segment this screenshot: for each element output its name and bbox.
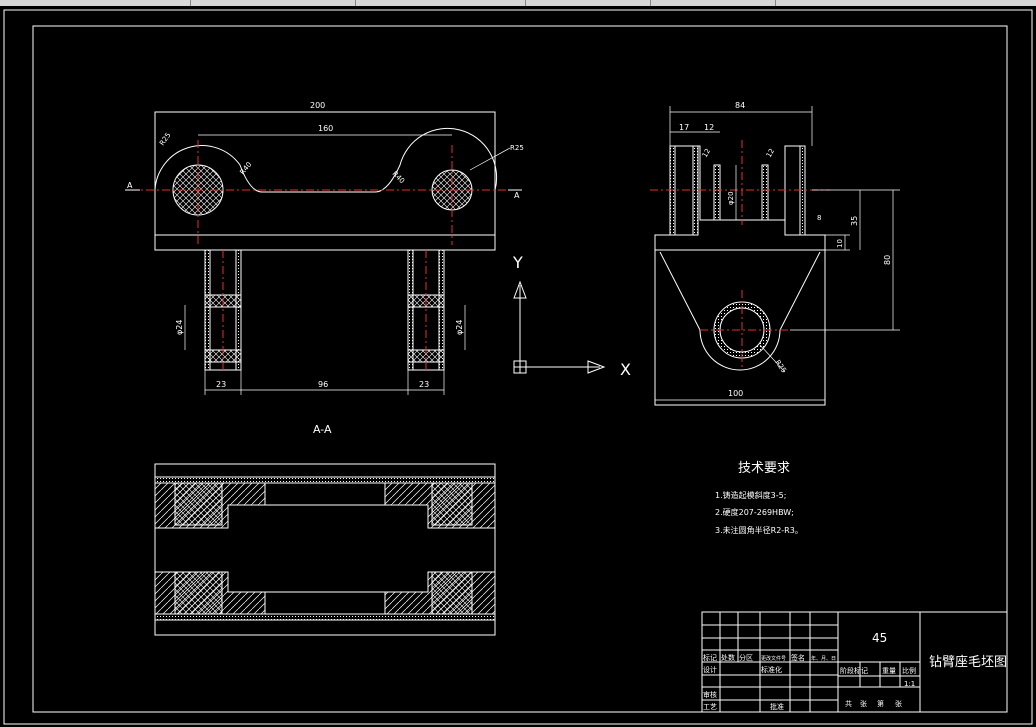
tb-label-design: 设计: [703, 665, 717, 674]
app-top-toolbar-strip: [0, 0, 1036, 6]
tech-requirements: 技术要求 1.铸造起模斜度3-5; 2.硬度207-269HBW; 3.未注圆角…: [715, 461, 803, 535]
tech-req-item-2: 2.硬度207-269HBW;: [715, 507, 794, 517]
dim-12c: 12: [765, 147, 776, 159]
dim-r40-left: R40: [238, 161, 253, 177]
tb-label-zhang2: 张: [895, 699, 902, 708]
tb-label-approve: 批准: [770, 702, 784, 711]
tb-label-stage: 阶段标记: [840, 666, 868, 675]
toolbar-segment[interactable]: [0, 0, 191, 6]
tb-label-zhang1: 张: [860, 699, 867, 708]
toolbar-segment[interactable]: [650, 0, 776, 6]
dim-r40-right: R40: [391, 170, 406, 185]
dim-17: 17: [679, 123, 689, 132]
dim-84: 84: [735, 101, 745, 110]
section-mark-right: A: [514, 191, 520, 200]
bottom-view: φ24 φ24 23 96 23: [175, 249, 466, 395]
tb-label-process: 工艺: [703, 703, 717, 711]
tb-label-gong: 共: [845, 699, 852, 708]
section-view: [154, 463, 496, 636]
dim-100: 100: [728, 389, 743, 398]
dim-23-right: 23: [419, 380, 429, 389]
side-view: 84 17 12 12 12 φ20 8 10 35 80 100 R25: [650, 101, 900, 406]
front-view: A A 200 160 R25 R40 R40 R25: [125, 101, 524, 251]
dim-96: 96: [318, 380, 328, 389]
dim-overall-width: 200: [310, 101, 325, 110]
tech-requirements-title: 技术要求: [738, 461, 790, 476]
tb-label-date: 年、月、日: [811, 655, 836, 662]
section-mark-left: A: [127, 181, 133, 190]
ucs-axis-icon: Y X: [512, 253, 631, 379]
dim-80: 80: [883, 255, 892, 265]
dim-dia24-left: φ24: [175, 320, 184, 335]
dim-r25-right: R25: [510, 144, 524, 152]
tb-label-weight: 重量: [882, 667, 896, 675]
title-block: 标记 处数 分区 更改文件号 签名 年、月、日 设计 标准化 阶段标记 重量 比…: [701, 611, 1008, 713]
tb-material: 45: [872, 631, 887, 645]
tb-label-di: 第: [877, 699, 884, 708]
tb-drawing-name: 钻臂座毛坯图: [929, 655, 1007, 670]
dim-bore-phi20: φ20: [727, 191, 735, 205]
tb-label-sign: 签名: [791, 653, 805, 662]
dim-12b: 12: [701, 147, 712, 159]
dim-hole-spacing: 160: [318, 124, 333, 133]
dim-8: 8: [817, 214, 821, 222]
tech-req-item-1: 1.铸造起模斜度3-5;: [715, 490, 786, 500]
tb-label-biaoji: 标记: [703, 653, 717, 662]
dim-35: 35: [850, 216, 859, 226]
tb-scale-value: 1:1: [904, 680, 915, 688]
toolbar-segment[interactable]: [525, 0, 651, 6]
tb-label-chushu: 处数: [721, 653, 735, 662]
dim-12: 12: [704, 123, 714, 132]
dim-side-r25: R25: [773, 359, 787, 375]
dim-dia24-right: φ24: [455, 320, 464, 335]
dim-23-left: 23: [216, 380, 226, 389]
outer-frame: [3, 9, 1033, 725]
tb-label-fenqu: 分区: [739, 653, 753, 662]
toolbar-segment[interactable]: [190, 0, 356, 6]
section-label-aa: A-A: [313, 423, 332, 436]
toolbar-segment[interactable]: [355, 0, 526, 6]
tb-label-review: 审核: [703, 690, 717, 699]
tb-label-scale: 比例: [902, 666, 916, 675]
tech-req-item-3: 3.未注圆角半径R2-R3。: [715, 525, 803, 535]
dim-r25-left: R25: [158, 131, 172, 147]
tb-label-standard: 标准化: [761, 665, 782, 674]
tb-label-change: 更改文件号: [761, 655, 786, 662]
inner-frame: [32, 25, 1008, 713]
dim-10: 10: [836, 239, 844, 248]
axis-x-label: X: [620, 360, 631, 379]
axis-y-label: Y: [512, 253, 523, 272]
